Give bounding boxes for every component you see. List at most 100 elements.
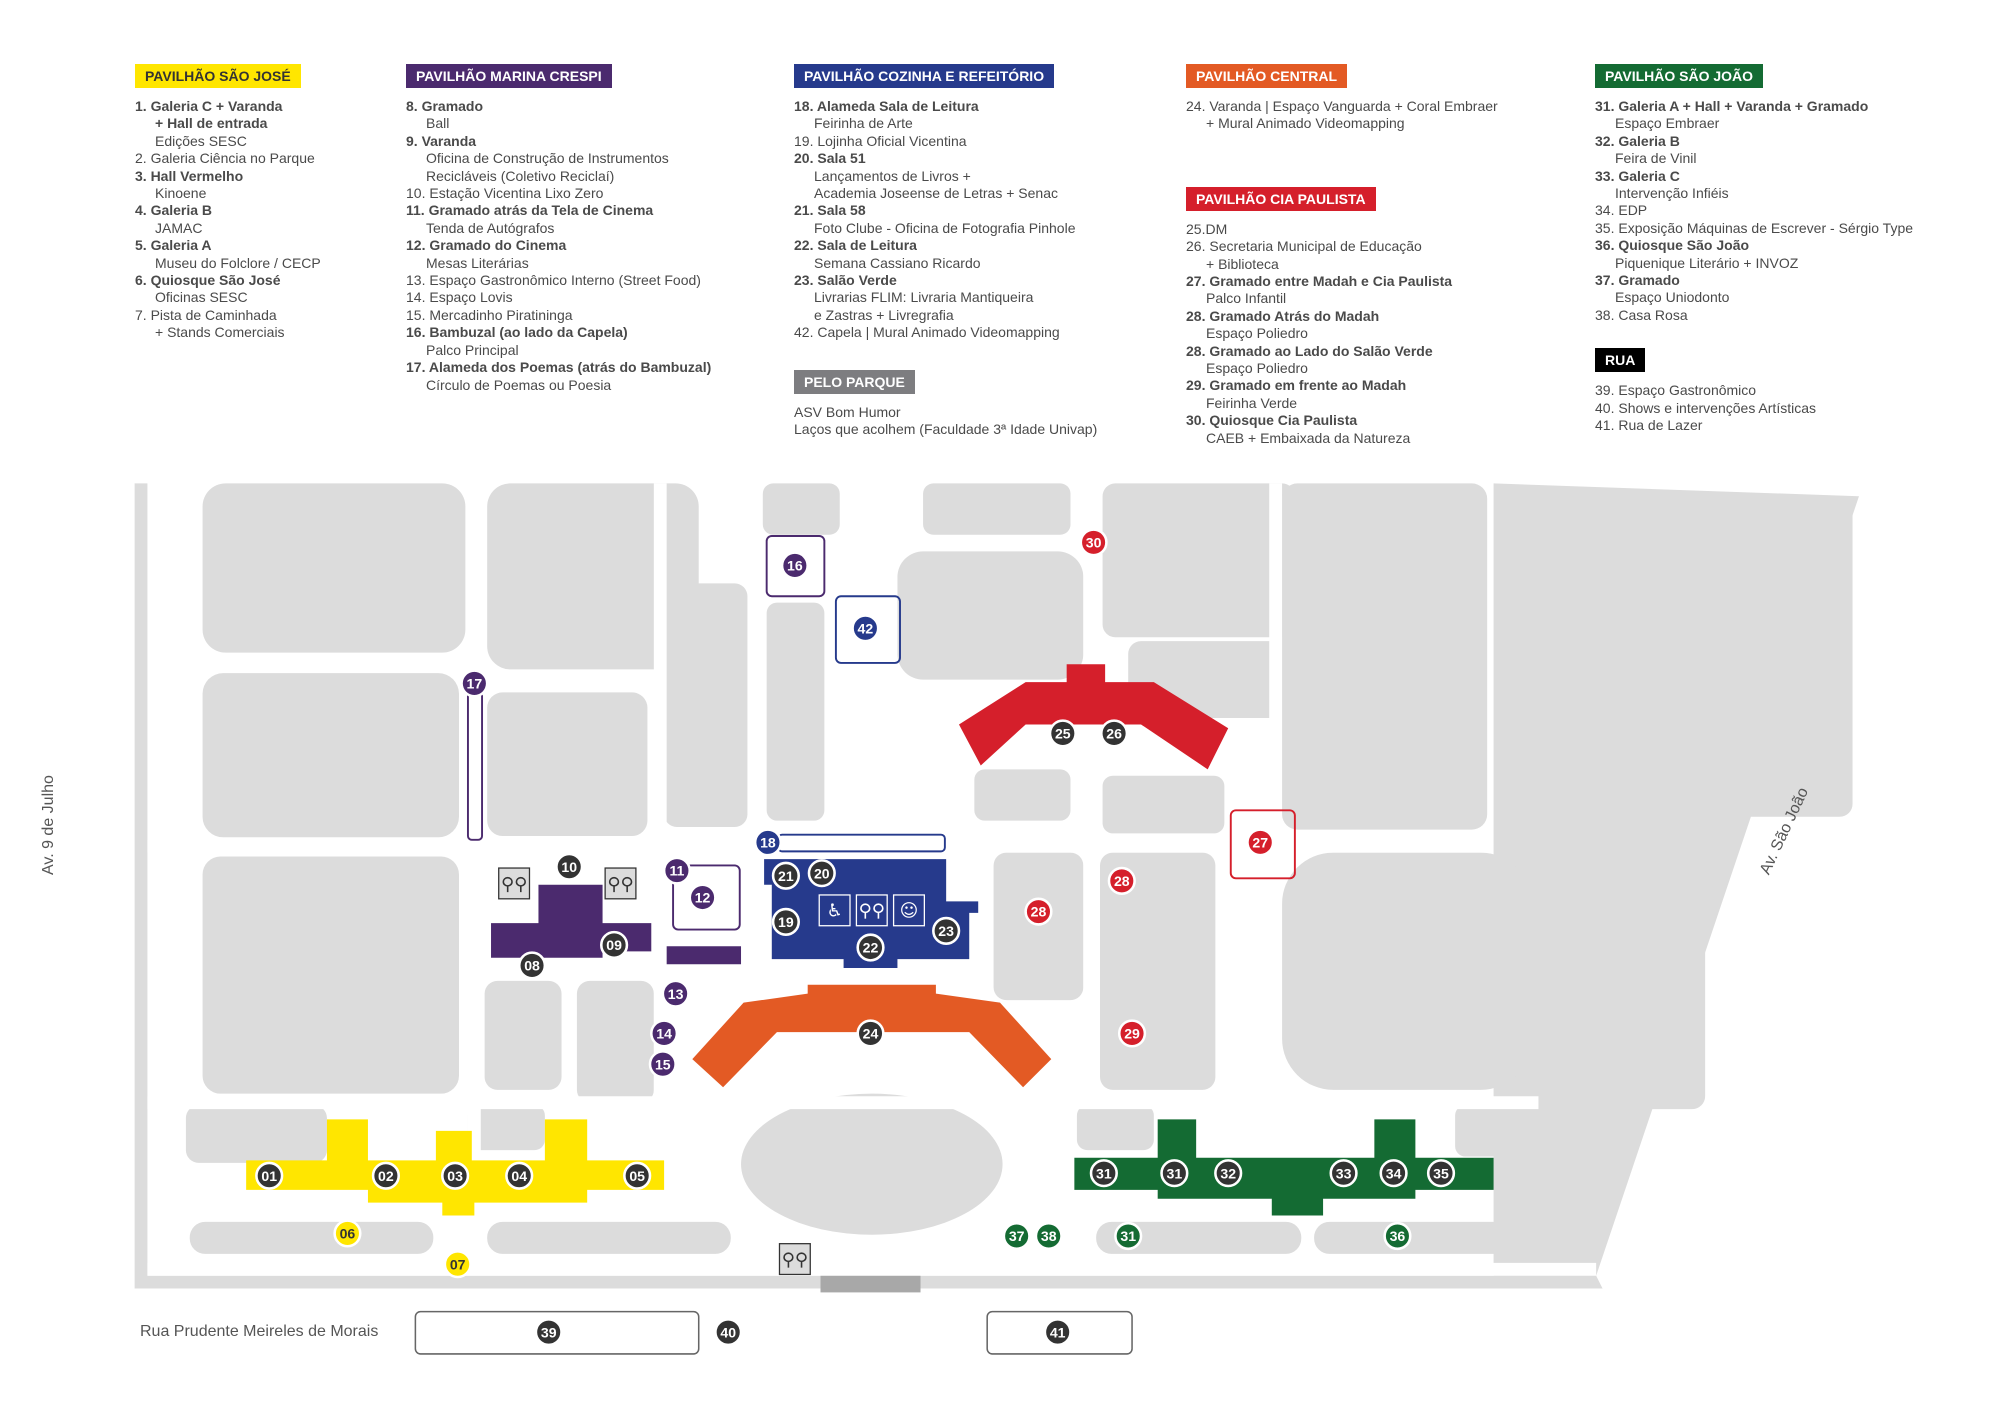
map-marker-23[interactable]: 23	[932, 916, 961, 945]
legend-item: 6. Quiosque São José	[135, 272, 281, 289]
legend-item: Tenda de Autógrafos	[426, 219, 555, 236]
map-marker-20[interactable]: 20	[807, 859, 836, 888]
map-marker-40[interactable]: 40	[714, 1318, 743, 1347]
map-marker-16[interactable]: 16	[780, 551, 809, 580]
marker-circle	[441, 1161, 470, 1190]
map-marker-25[interactable]: 25	[1048, 719, 1077, 748]
marker-label: 10	[561, 859, 577, 875]
map-marker-19[interactable]: 19	[771, 907, 800, 936]
map-marker-28[interactable]: 28	[1024, 897, 1053, 926]
map-marker-30[interactable]: 30	[1079, 528, 1108, 557]
map-marker-07[interactable]: 07	[443, 1250, 472, 1279]
map-marker-01[interactable]: 01	[255, 1161, 284, 1190]
legend-item: 12. Gramado do Cinema	[406, 237, 567, 254]
svg-text:⚲⚲: ⚲⚲	[501, 874, 527, 895]
marker-circle	[1024, 897, 1053, 926]
marker-circle	[856, 933, 885, 962]
map-marker-35[interactable]: 35	[1426, 1159, 1456, 1188]
marker-circle	[534, 1318, 563, 1347]
map-marker-03[interactable]: 03	[441, 1161, 470, 1190]
marker-circle	[371, 1161, 400, 1190]
legend-item: Mesas Literárias	[426, 254, 529, 271]
map-marker-08[interactable]: 08	[517, 951, 547, 980]
marker-circle	[555, 852, 584, 881]
marker-label: 15	[655, 1056, 671, 1072]
map-marker-29[interactable]: 29	[1117, 1019, 1147, 1048]
map-marker-32[interactable]: 32	[1214, 1159, 1243, 1188]
map-marker-39[interactable]: 39	[534, 1318, 563, 1347]
map-marker-05[interactable]: 05	[623, 1161, 652, 1190]
map-marker-02[interactable]: 02	[371, 1161, 400, 1190]
legend-item: Foto Clube - Oficina de Fotografia Pinho…	[814, 219, 1076, 236]
legend-section-title: PAVILHÃO CIA PAULISTA	[1186, 186, 1376, 211]
pavilion-cia-paulista	[958, 664, 1229, 770]
marker-circle	[1329, 1159, 1358, 1188]
legend-item: 5. Galeria A	[135, 237, 212, 254]
map-marker-37[interactable]: 37	[1002, 1221, 1031, 1251]
legend-item: Feira de Vinil	[1615, 150, 1697, 167]
marker-label: 04	[511, 1168, 527, 1184]
legend-item: Espaço Uniodonto	[1615, 289, 1730, 306]
legend-item: 27. Gramado entre Madah e Cia Paulista	[1186, 273, 1453, 290]
marker-label: 38	[1041, 1228, 1057, 1244]
map-marker-31[interactable]: 31	[1160, 1159, 1189, 1188]
map-marker-31[interactable]: 31	[1114, 1221, 1143, 1251]
legend-item: 31. Galeria A + Hall + Varanda + Gramado	[1595, 98, 1869, 114]
legend-item: 3. Hall Vermelho	[135, 167, 244, 184]
marker-label: 18	[760, 835, 776, 851]
map-marker-21[interactable]: 21	[771, 861, 800, 890]
marker-label: 41	[1050, 1324, 1066, 1340]
map-marker-42[interactable]: 42	[851, 614, 880, 643]
map-marker-10[interactable]: 10	[555, 852, 584, 881]
map-marker-15[interactable]: 15	[648, 1050, 677, 1079]
map-marker-31[interactable]: 31	[1089, 1159, 1118, 1188]
map-marker-18[interactable]: 18	[753, 828, 783, 857]
marker-circle	[856, 1019, 885, 1048]
map-marker-36[interactable]: 36	[1383, 1221, 1412, 1251]
legend-item: 9. Varanda	[406, 132, 477, 149]
map-marker-38[interactable]: 38	[1034, 1221, 1063, 1251]
marker-circle	[1114, 1221, 1143, 1251]
map-marker-06[interactable]: 06	[333, 1219, 362, 1248]
legend-item: 35. Exposição Máquinas de Escrever - Sér…	[1595, 219, 1914, 236]
legend-section-title: PAVILHÃO COZINHA E REFEITÓRIO	[794, 64, 1055, 88]
legend-item: Laços que acolhem (Faculdade 3ª Idade Un…	[794, 421, 1098, 438]
map-marker-27[interactable]: 27	[1246, 828, 1275, 857]
map-marker-04[interactable]: 04	[505, 1161, 534, 1190]
marker-label: 39	[541, 1324, 557, 1340]
map-marker-41[interactable]: 41	[1043, 1318, 1072, 1347]
legend-item: 18. Alameda Sala de Leitura	[794, 98, 979, 114]
pavilion-marina-crespi	[491, 884, 742, 965]
legend-item: 24. Varanda | Espaço Vanguarda + Coral E…	[1186, 98, 1498, 114]
street-label-av-9-de-julho: Av. 9 de Julho	[40, 775, 57, 875]
legend-item: Recicláveis (Coletivo Reciclaí)	[426, 167, 615, 184]
map-marker-13[interactable]: 13	[661, 979, 690, 1008]
map-marker-34[interactable]: 34	[1379, 1159, 1408, 1188]
marker-label: 11	[669, 863, 684, 879]
map-marker-09[interactable]: 09	[600, 930, 629, 960]
restroom-icon: ⚲⚲	[855, 894, 888, 927]
map-marker-14[interactable]: 14	[650, 1019, 679, 1048]
legend-item: JAMAC	[155, 219, 203, 236]
map-marker-12[interactable]: 12	[688, 883, 717, 912]
legend-item: Kinoene	[155, 185, 207, 202]
map-marker-17[interactable]: 17	[460, 669, 489, 698]
legend-item: Ball	[426, 115, 450, 132]
legend-item: Feirinha de Arte	[814, 115, 913, 132]
legend-item: Academia Joseense de Letras + Senac	[814, 185, 1058, 202]
legend-item: 10. Estação Vicentina Lixo Zero	[406, 185, 604, 202]
map-marker-11[interactable]: 11	[662, 856, 692, 885]
marker-label: 08	[524, 958, 540, 974]
marker-label: 35	[1433, 1165, 1449, 1181]
marker-circle	[1107, 866, 1136, 895]
map-marker-28[interactable]: 28	[1107, 866, 1136, 895]
map-marker-26[interactable]: 26	[1100, 719, 1129, 748]
marker-circle	[1383, 1221, 1412, 1251]
map-marker-24[interactable]: 24	[856, 1019, 885, 1048]
map-marker-22[interactable]: 22	[856, 933, 885, 962]
map-marker-33[interactable]: 33	[1329, 1159, 1358, 1188]
